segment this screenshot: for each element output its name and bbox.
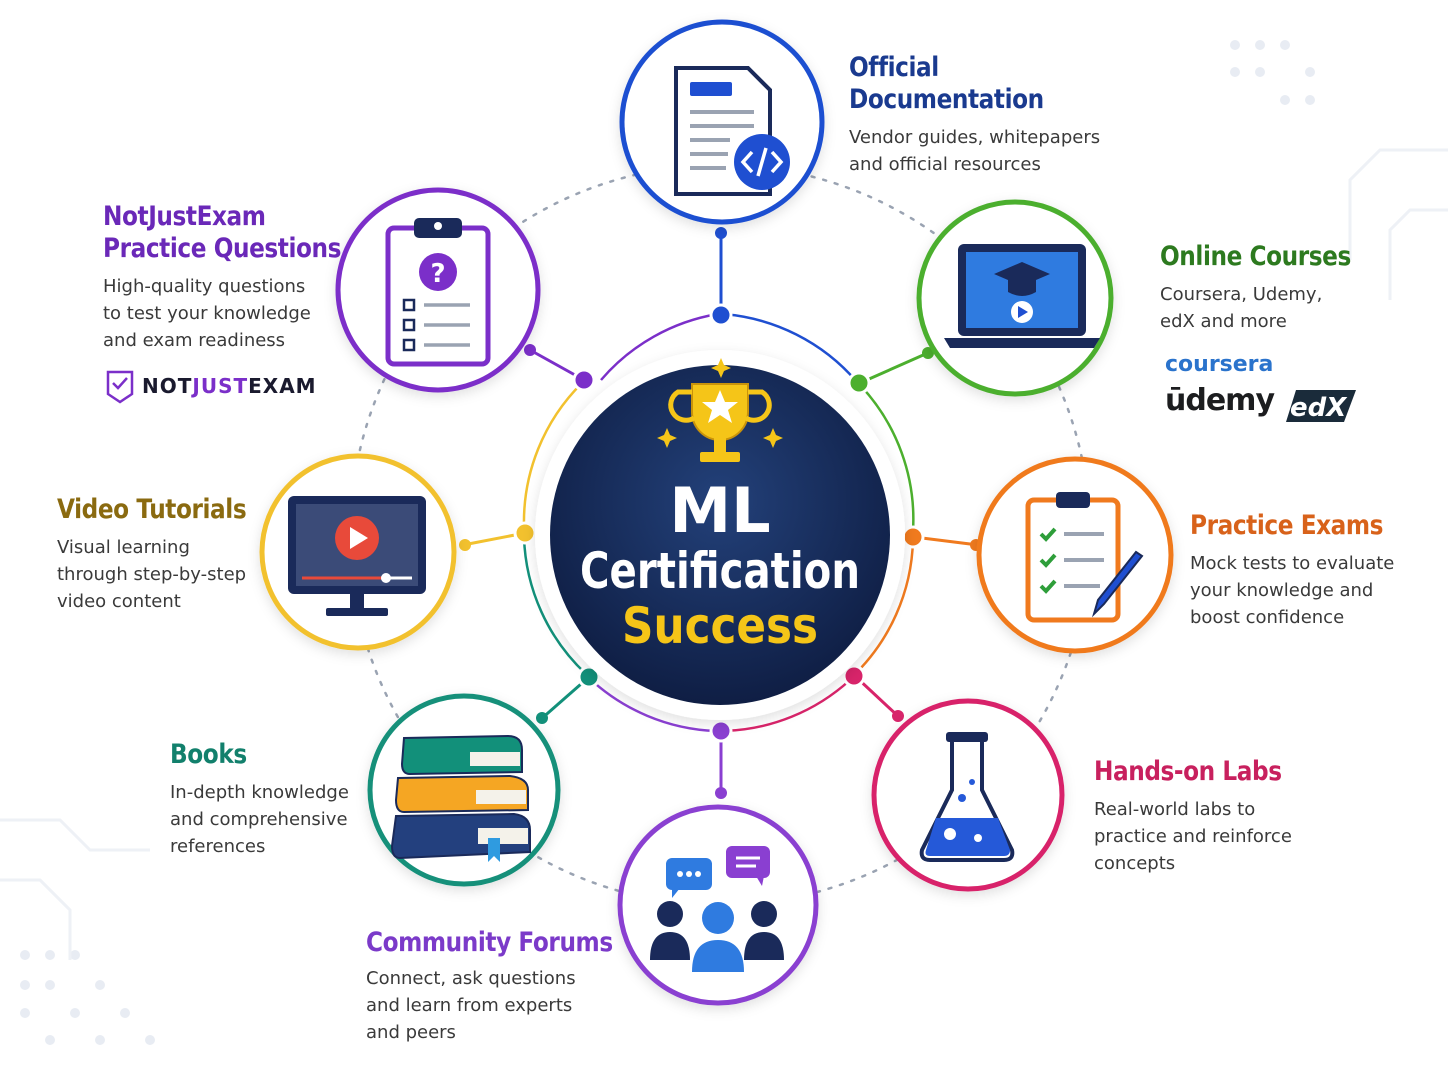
center-title-success: Success	[622, 597, 818, 655]
udemy-logo: ūdemy	[1165, 383, 1275, 418]
background-dots	[20, 40, 1315, 1045]
node-hands-on-labs[interactable]	[871, 698, 1065, 892]
center-badge: ML Certification Success	[535, 350, 905, 720]
trophy-icon	[668, 383, 772, 462]
title-community-forums: Community Forums	[366, 927, 613, 958]
node-online-courses[interactable]	[916, 199, 1114, 397]
title-hands-on-labs: Hands-on Labs	[1094, 756, 1282, 787]
title-video-tutorials: Video Tutorials	[57, 494, 247, 525]
center-title-ml: ML	[669, 474, 770, 547]
video-monitor-icon	[288, 496, 426, 616]
title-books: Books	[170, 739, 247, 770]
node-practice-exams[interactable]	[976, 456, 1174, 654]
node-official-docs[interactable]	[619, 19, 825, 225]
connector-dots	[459, 227, 982, 799]
notjustexam-logo-icon	[106, 370, 134, 404]
desc-online-courses: Coursera, Udemy,edX and more	[1160, 284, 1323, 332]
flask-icon	[919, 732, 1015, 862]
svg-text:edX: edX	[1290, 393, 1348, 423]
node-books[interactable]	[367, 693, 561, 887]
document-code-icon	[674, 66, 790, 196]
edx-logo: edX	[1286, 390, 1356, 423]
background-circuit	[0, 148, 1448, 960]
node-notjustexam-practice[interactable]: ?	[335, 187, 541, 393]
clipboard-checklist-icon	[1025, 492, 1144, 623]
title-practice-exams: Practice Exams	[1190, 510, 1384, 541]
node-video-tutorials[interactable]	[259, 453, 457, 651]
title-online-courses: Online Courses	[1160, 241, 1351, 272]
svg-text:?: ?	[430, 259, 445, 289]
books-icon	[390, 734, 531, 862]
laptop-graduation-icon	[944, 244, 1100, 348]
notjustexam-logo: NOTJUSTEXAM	[142, 374, 317, 398]
center-title-certification: Certification	[580, 542, 860, 600]
people-chat-icon	[650, 846, 784, 972]
inner-ring	[522, 312, 915, 733]
label-online-courses: Online Courses Coursera, Udemy,edX and m…	[1160, 241, 1382, 335]
coursera-logo: coursera	[1165, 352, 1274, 377]
sparkle-icon	[657, 358, 783, 448]
clipboard-question-icon: ?	[385, 218, 491, 367]
node-community-forums[interactable]	[617, 804, 819, 1006]
